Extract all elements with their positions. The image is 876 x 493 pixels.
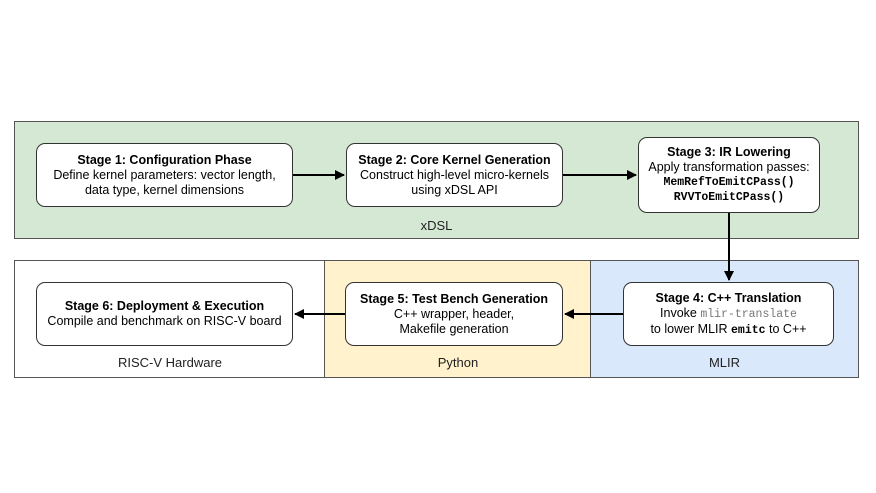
stage-4-dialect: emitc (731, 323, 766, 337)
stage-5-line-2: Makefile generation (399, 321, 509, 336)
stage-2-line-1: Construct high-level micro-kernels (360, 167, 549, 182)
stage-3-pass-rvv: RVVToEmitCPass() (673, 191, 785, 204)
stage-3-pass-memref: MemRefToEmitCPass() (663, 176, 795, 189)
stage-5-box: Stage 5: Test Bench Generation C++ wrapp… (345, 282, 563, 346)
stage-4-tool-name: mlir-translate (700, 307, 797, 321)
stage-4-line-2: to lower MLIR emitc to C++ (650, 322, 806, 338)
stage-1-line-2: data type, kernel dimensions (84, 182, 245, 197)
stage-3-box: Stage 3: IR Lowering Apply transformatio… (638, 137, 820, 213)
stage-3-line-1: Apply transformation passes: (648, 160, 810, 174)
stage-4-title: Stage 4: C++ Translation (655, 290, 802, 305)
stage-4-target-text: to C++ (769, 321, 807, 336)
stage-2-title: Stage 2: Core Kernel Generation (358, 152, 551, 167)
region-label-risc-v-hardware: RISC-V Hardware (117, 355, 223, 370)
stage-1-box: Stage 1: Configuration Phase Define kern… (36, 143, 293, 207)
stage-2-line-2: using xDSL API (411, 182, 498, 197)
stage-5-title: Stage 5: Test Bench Generation (359, 291, 548, 306)
region-label-python: Python (437, 355, 479, 370)
stage-6-line-1: Compile and benchmark on RISC-V board (47, 314, 282, 328)
stage-4-invoke-text: Invoke (660, 305, 697, 320)
stage-3-title: Stage 3: IR Lowering (667, 145, 791, 159)
stage-2-box: Stage 2: Core Kernel Generation Construc… (346, 143, 563, 207)
stage-5-line-1: C++ wrapper, header, (393, 306, 515, 321)
stage-4-line-1: Invoke mlir-translate (660, 306, 797, 322)
stage-6-box: Stage 6: Deployment & Execution Compile … (36, 282, 293, 346)
stage-1-line-1: Define kernel parameters: vector length, (53, 167, 276, 182)
stage-4-box: Stage 4: C++ Translation Invoke mlir-tra… (623, 282, 834, 346)
stage-1-title: Stage 1: Configuration Phase (77, 152, 252, 167)
region-label-mlir: MLIR (708, 355, 741, 370)
stage-6-title: Stage 6: Deployment & Execution (64, 299, 265, 313)
stage-4-lower-text: to lower MLIR (650, 321, 728, 336)
region-label-xdsl: xDSL (420, 218, 453, 233)
